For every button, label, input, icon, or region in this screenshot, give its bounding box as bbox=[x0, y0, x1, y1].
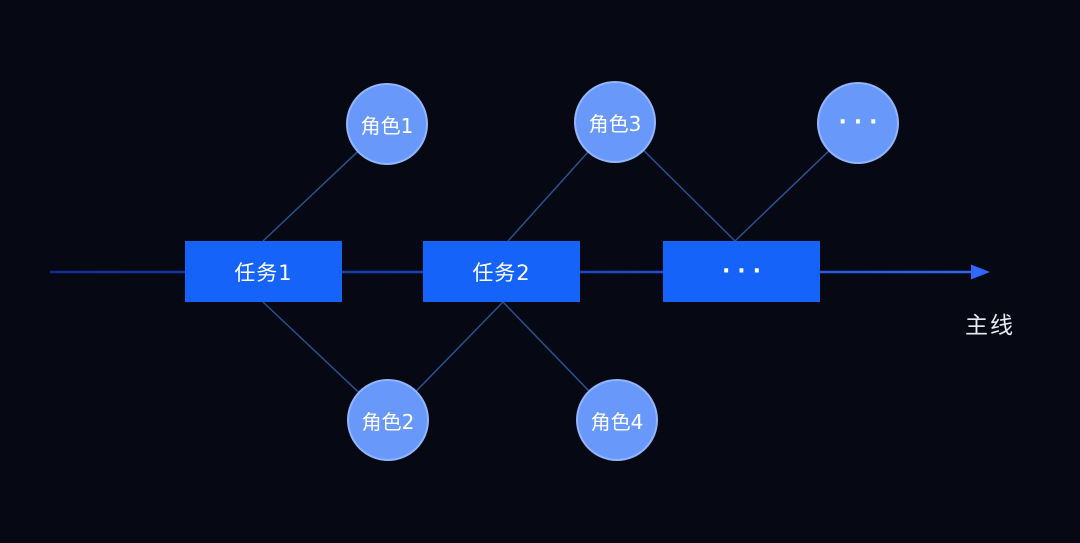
ellipsis-icon: ··· bbox=[838, 110, 885, 135]
role-node-more: ··· bbox=[817, 82, 899, 164]
task-node-more: ··· bbox=[663, 241, 820, 302]
role-label: 角色2 bbox=[361, 409, 415, 434]
task-node-2: 任务2 bbox=[423, 241, 580, 302]
ellipsis-icon: ··· bbox=[721, 258, 769, 284]
role-node-4: 角色4 bbox=[576, 379, 658, 461]
arrow-head-icon bbox=[971, 264, 990, 280]
role-label: 角色3 bbox=[588, 111, 642, 136]
mainline-label: 主线 bbox=[965, 313, 1015, 339]
role-node-3: 角色3 bbox=[574, 81, 656, 163]
task-label: 任务2 bbox=[472, 260, 531, 285]
role-label: 角色1 bbox=[360, 113, 414, 138]
task-node-1: 任务1 bbox=[185, 241, 342, 302]
role-label: 角色4 bbox=[590, 409, 644, 434]
role-node-2: 角色2 bbox=[347, 379, 429, 461]
task-label: 任务1 bbox=[234, 260, 293, 285]
role-node-1: 角色1 bbox=[346, 83, 428, 165]
